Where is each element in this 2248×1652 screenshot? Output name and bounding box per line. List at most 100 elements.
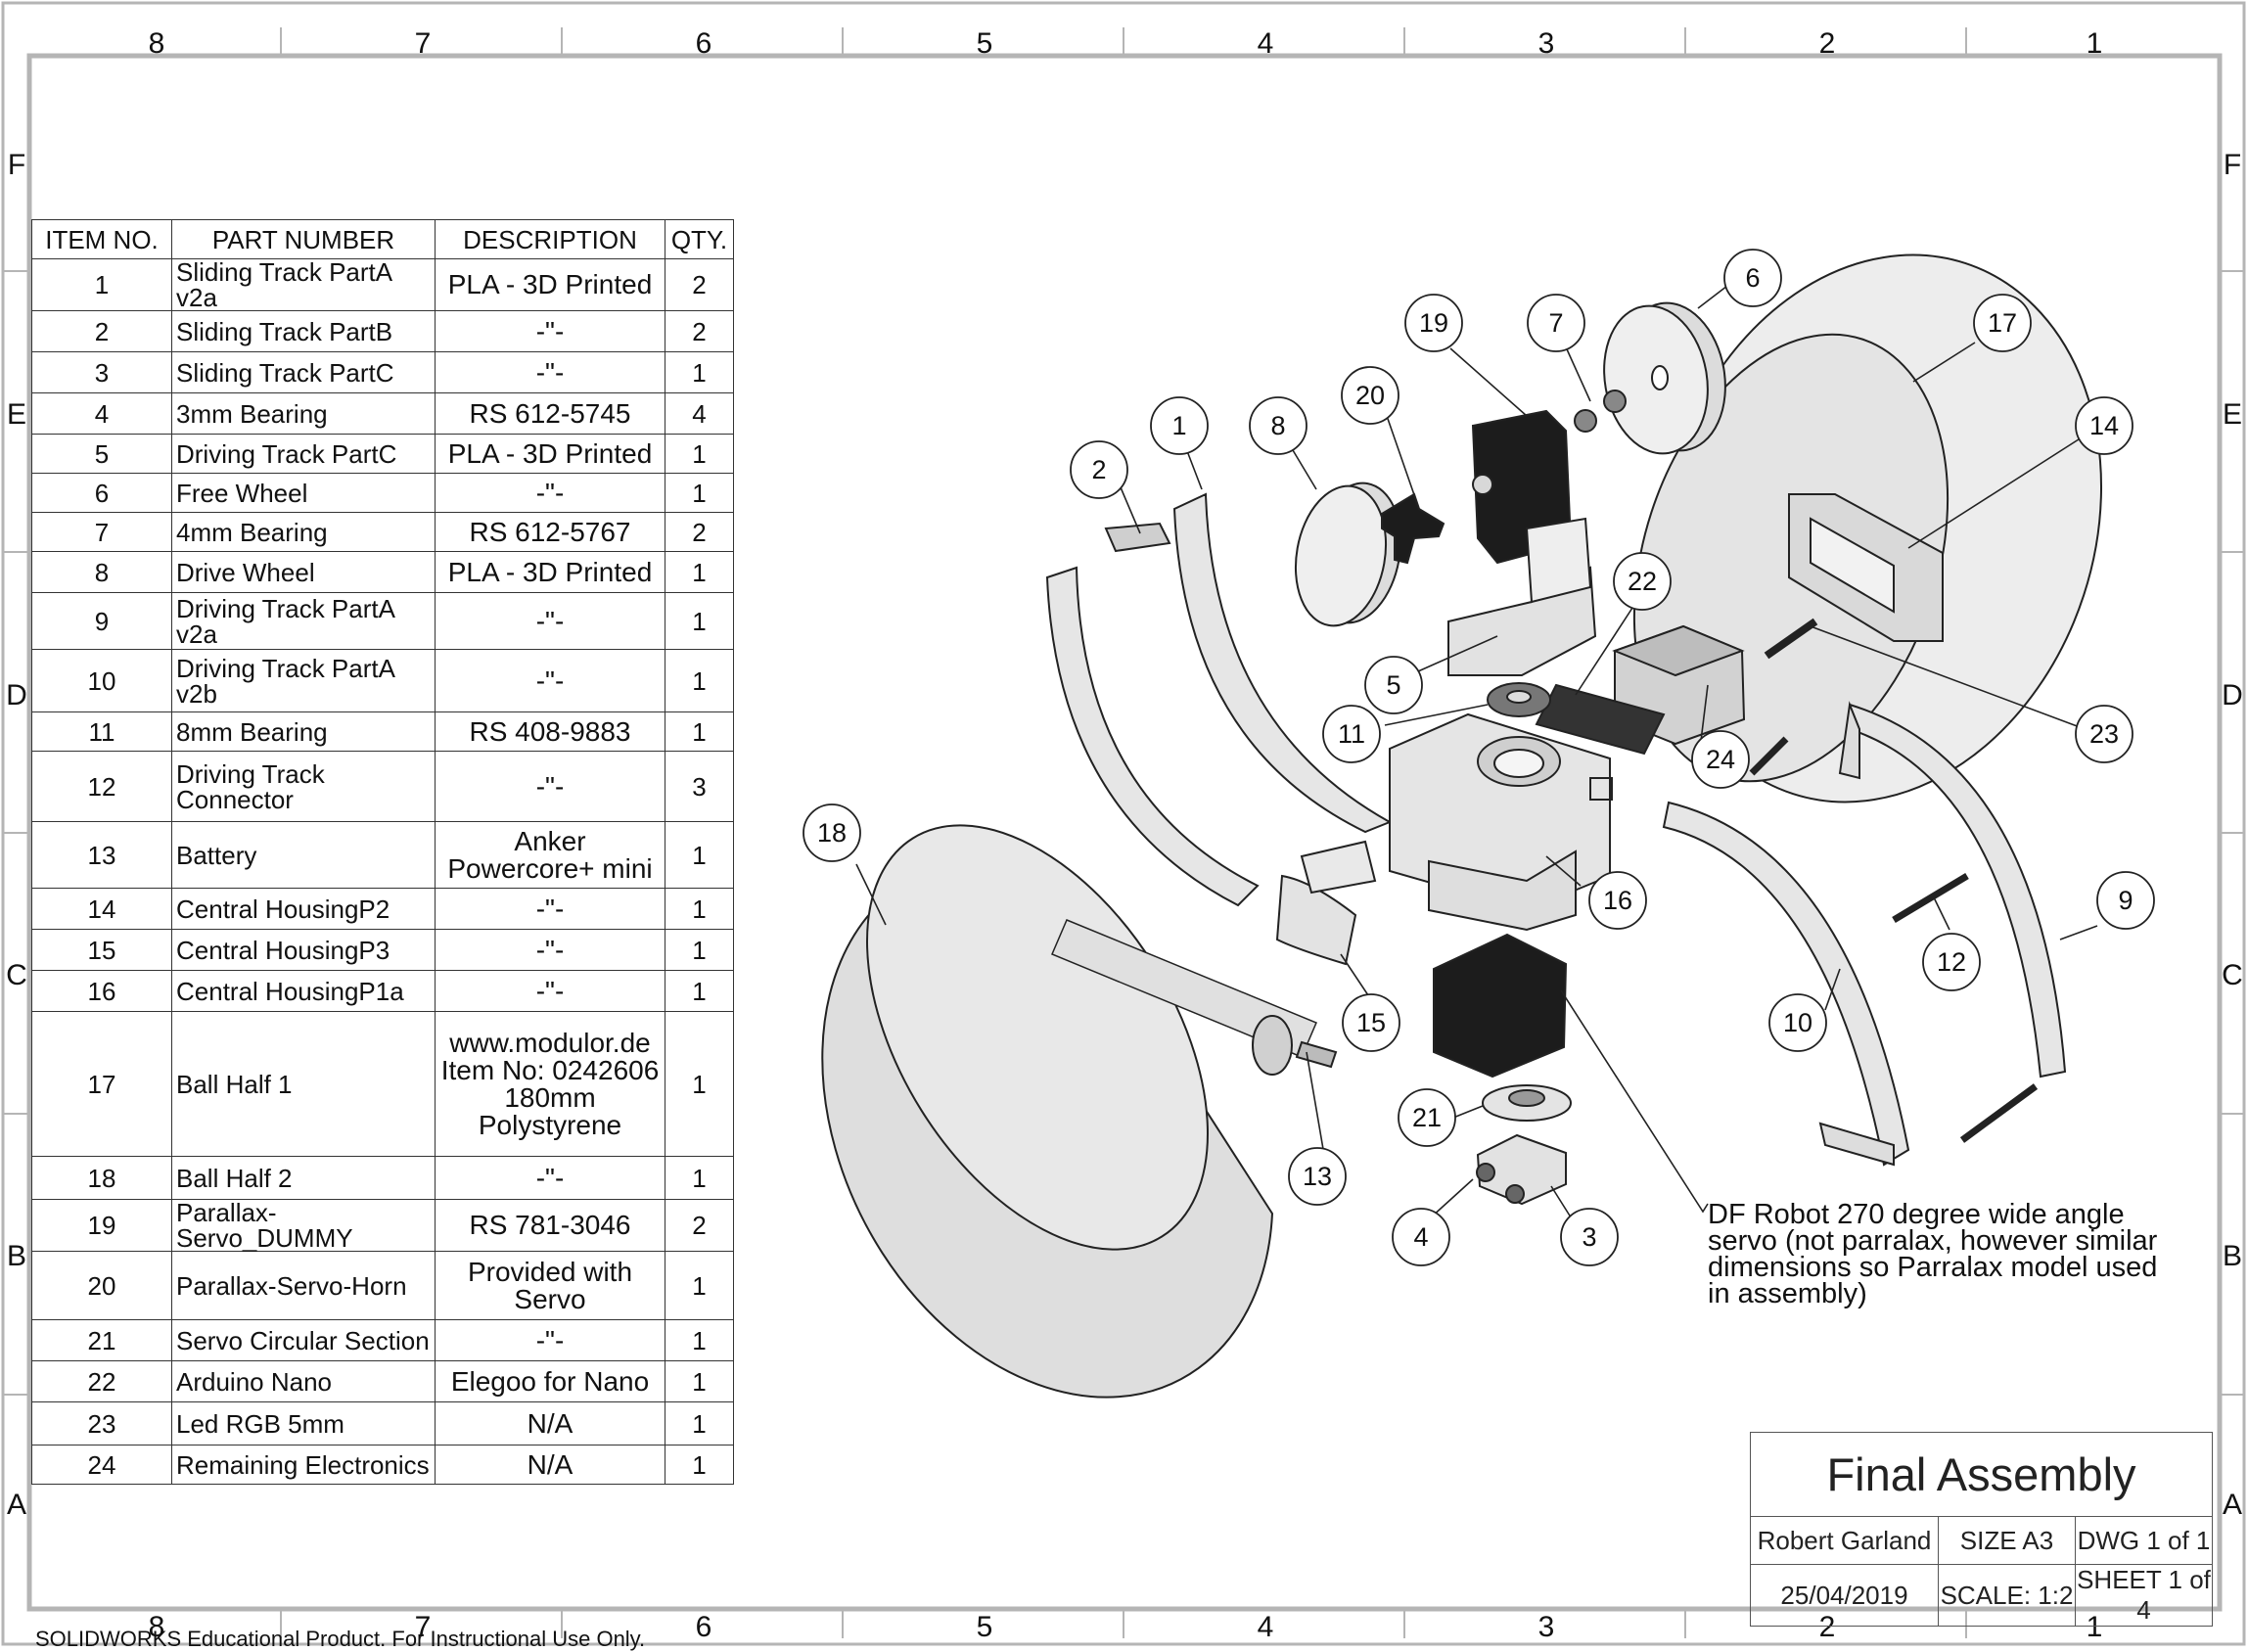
author: Robert Garland (1750, 1516, 1939, 1565)
bom-part-number: Parallax-Servo-Horn (171, 1251, 436, 1320)
bom-part-number: Driving Track PartC (171, 434, 436, 474)
zone-col-7-bottom: 7 (415, 1611, 432, 1643)
bom-part-number: 8mm Bearing (171, 711, 436, 752)
bom-item-no: 4 (31, 392, 172, 435)
bom-item-no: 9 (31, 592, 172, 650)
bom-item-no: 12 (31, 751, 172, 822)
bom-item-no: 20 (31, 1251, 172, 1320)
part-led-rgb (1764, 618, 1818, 660)
svg-text:2: 2 (1091, 455, 1106, 484)
bom-description: -"- (435, 310, 665, 352)
bom-description: PLA - 3D Printed (435, 258, 665, 311)
part-servo-circular-section (1482, 1084, 1572, 1122)
bom-item-no: 14 (31, 888, 172, 930)
bom-qty: 2 (665, 512, 734, 552)
zone-col-6: 6 (696, 27, 712, 60)
balloon-22: 22 (1613, 552, 1672, 611)
svg-text:5: 5 (1386, 670, 1400, 700)
bom-description: -"- (435, 929, 665, 971)
bom-description: RS 781-3046 (435, 1199, 665, 1252)
zone-row-A-right: A (2223, 1489, 2242, 1521)
bom-qty: 1 (665, 1011, 734, 1157)
zone-row-C: C (6, 959, 27, 991)
bom-part-number: Sliding Track PartA v2a (171, 258, 436, 311)
bom-item-no: 22 (31, 1360, 172, 1402)
bom-qty: 1 (665, 351, 734, 393)
bom-description: -"- (435, 473, 665, 513)
zone-row-B-right: B (2223, 1240, 2242, 1272)
balloon-6: 6 (1723, 249, 1782, 307)
balloon-13: 13 (1288, 1147, 1347, 1206)
bom-qty: 2 (665, 310, 734, 352)
svg-text:10: 10 (1783, 1008, 1812, 1037)
balloon-15: 15 (1342, 993, 1400, 1052)
bom-part-number: Drive Wheel (171, 551, 436, 593)
bom-description: Elegoo for Nano (435, 1360, 665, 1402)
leader-lines (855, 285, 2098, 1221)
bom-qty: 2 (665, 1199, 734, 1252)
svg-text:18: 18 (817, 818, 847, 848)
bom-description: Provided with Servo (435, 1251, 665, 1320)
bom-part-number: Servo Circular Section (171, 1319, 436, 1361)
part-free-wheel (1603, 301, 1726, 455)
bom-description: -"- (435, 592, 665, 650)
bom-qty: 3 (665, 751, 734, 822)
zone-col-6-bottom: 6 (696, 1611, 712, 1643)
bom-qty: 1 (665, 649, 734, 712)
bom-description: -"- (435, 1156, 665, 1200)
bom-header-part-number: PART NUMBER (171, 219, 436, 259)
bom-description: PLA - 3D Printed (435, 434, 665, 474)
bom-item-no: 18 (31, 1156, 172, 1200)
balloon-16: 16 (1588, 871, 1647, 930)
zone-col-4: 4 (1258, 27, 1274, 60)
bom-qty: 1 (665, 1251, 734, 1320)
bom-part-number: Central HousingP3 (171, 929, 436, 971)
bom-qty: 1 (665, 592, 734, 650)
bom-description: www.modulor.de Item No: 0242606 180mm Po… (435, 1011, 665, 1157)
watermark-footer: SOLIDWORKS Educational Product. For Inst… (35, 1627, 646, 1651)
sheet-size: SIZE A3 (1938, 1516, 2076, 1565)
balloon-3: 3 (1560, 1208, 1619, 1266)
svg-text:24: 24 (1706, 745, 1735, 774)
drawing-scale: SCALE: 1:2 (1938, 1564, 2076, 1627)
exploded-assembly (821, 253, 2103, 1399)
bom-description: N/A (435, 1445, 665, 1485)
part-central-housing-p3 (1275, 840, 1377, 966)
bom-description: N/A (435, 1401, 665, 1446)
zone-col-2: 2 (1819, 27, 1836, 60)
svg-text:19: 19 (1419, 308, 1448, 338)
zone-row-F: F (8, 149, 25, 181)
bom-item-no: 10 (31, 649, 172, 712)
svg-text:3: 3 (1582, 1222, 1596, 1252)
balloons: 1 2 3 4 5 6 7 8 9 10 11 12 13 14 15 16 1… (803, 249, 2155, 1266)
svg-text:15: 15 (1356, 1008, 1386, 1037)
balloon-12: 12 (1922, 933, 1981, 991)
svg-text:20: 20 (1355, 381, 1385, 410)
bom-part-number: 3mm Bearing (171, 392, 436, 435)
bom-description: -"- (435, 970, 665, 1012)
zone-col-3-bottom: 3 (1538, 1611, 1555, 1643)
bom-part-number: 4mm Bearing (171, 512, 436, 552)
bom-qty: 1 (665, 1445, 734, 1485)
zone-row-D: D (6, 679, 27, 711)
part-sliding-track-c (1476, 1133, 1567, 1206)
bom-part-number: Remaining Electronics (171, 1445, 436, 1485)
bom-description: -"- (435, 649, 665, 712)
balloon-1: 1 (1150, 396, 1209, 455)
balloon-24: 24 (1691, 730, 1750, 789)
bom-header-description: DESCRIPTION (435, 219, 665, 259)
balloon-20: 20 (1341, 366, 1399, 425)
